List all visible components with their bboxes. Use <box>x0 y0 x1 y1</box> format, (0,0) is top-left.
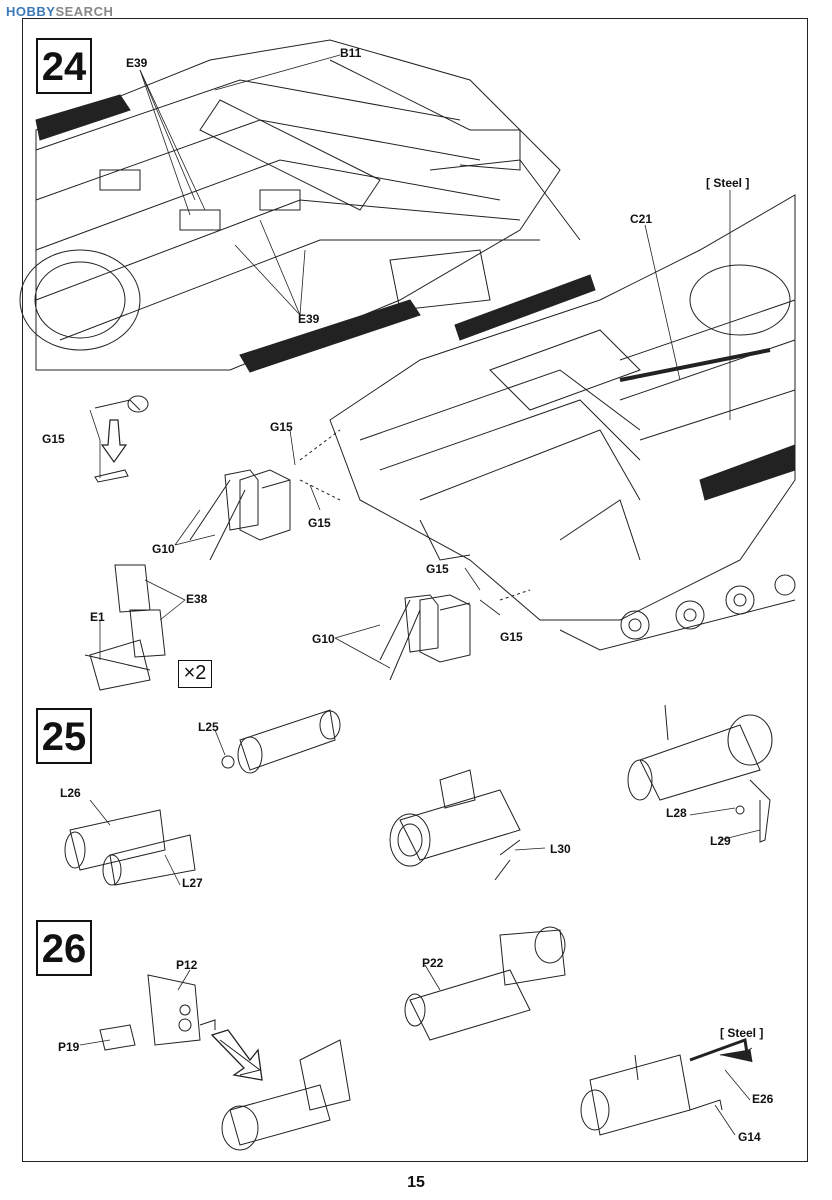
part-label-l30: L30 <box>550 842 571 856</box>
part-label-p22: P22 <box>422 956 444 970</box>
part-label-l27: L27 <box>182 876 203 890</box>
watermark-logo: HOBBYSEARCH <box>6 4 113 19</box>
part-label-e38: E38 <box>186 592 208 606</box>
step-number-26: 26 <box>36 920 92 976</box>
part-label-g15-d: G15 <box>426 562 449 576</box>
arrow-icon <box>210 1029 263 1081</box>
part-label-l25: L25 <box>198 720 219 734</box>
e38-subassembly <box>84 564 166 691</box>
page-number: 15 <box>407 1174 425 1191</box>
part-label-g15-c: G15 <box>308 516 331 530</box>
watermark-brand-b: SEARCH <box>55 4 114 19</box>
part-label-l26: L26 <box>60 786 81 800</box>
steel-note-top: [ Steel ] <box>706 176 750 190</box>
part-label-g10-a: G10 <box>152 542 175 556</box>
step-number-24: 24 <box>36 38 92 94</box>
upper-hull-drawing <box>19 39 581 371</box>
part-label-e1: E1 <box>90 610 105 624</box>
part-label-p12: P12 <box>176 958 198 972</box>
part-label-g14: G14 <box>738 1130 761 1144</box>
quantity-times-two: ×2 <box>178 660 212 688</box>
part-label-e39-bottom: E39 <box>298 312 320 326</box>
part-label-g10-b: G10 <box>312 632 335 646</box>
steel-note-bottom: [ Steel ] <box>720 1026 764 1040</box>
part-label-c21: C21 <box>630 212 653 226</box>
part-label-e26: E26 <box>752 1092 774 1106</box>
step-number-25: 25 <box>36 708 92 764</box>
part-label-g15-b: G15 <box>270 420 293 434</box>
step26-drawing <box>99 926 753 1151</box>
part-label-l29: L29 <box>710 834 731 848</box>
watermark-brand-a: HOBBY <box>6 4 56 19</box>
stowage-box-left <box>224 469 291 541</box>
stowage-box-mid <box>404 594 471 663</box>
lower-hull-drawing <box>329 194 796 651</box>
page-frame <box>22 18 808 1162</box>
g15-tool <box>94 395 149 483</box>
part-label-b11: B11 <box>340 46 362 60</box>
step25-drawing <box>64 704 773 886</box>
part-label-p19: P19 <box>58 1040 80 1054</box>
part-label-g15-e: G15 <box>500 630 523 644</box>
part-label-g15-a: G15 <box>42 432 65 446</box>
part-label-l28: L28 <box>666 806 687 820</box>
part-label-e39-top: E39 <box>126 56 148 70</box>
